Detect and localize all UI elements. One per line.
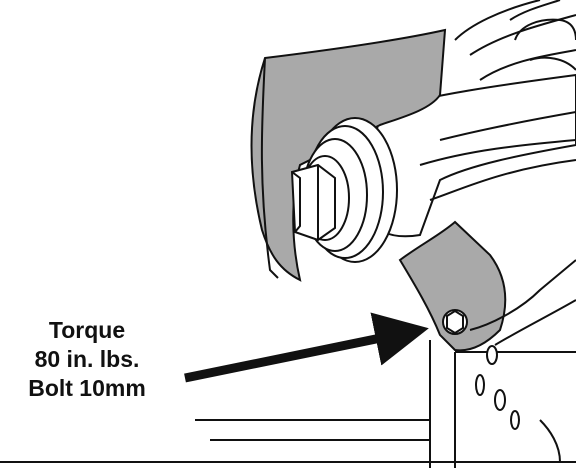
frame-upper-lines bbox=[454, 0, 576, 81]
torque-label: Torque bbox=[48, 317, 126, 343]
bolt-size: Bolt 10mm bbox=[28, 375, 146, 401]
torque-callout: Torque 80 in. lbs. Bolt 10mm bbox=[6, 316, 168, 403]
frame-rail bbox=[429, 259, 576, 468]
gray-mounting-bracket bbox=[398, 220, 507, 352]
torque-value: 80 in. lbs. bbox=[34, 346, 140, 372]
shield-flange-edge bbox=[260, 57, 279, 279]
bolt-10mm bbox=[442, 309, 468, 335]
frame-slots bbox=[475, 345, 520, 430]
hex-nut bbox=[290, 163, 336, 242]
axle-tube bbox=[363, 73, 576, 238]
base-lines bbox=[0, 419, 576, 463]
callout-arrow bbox=[184, 312, 429, 383]
